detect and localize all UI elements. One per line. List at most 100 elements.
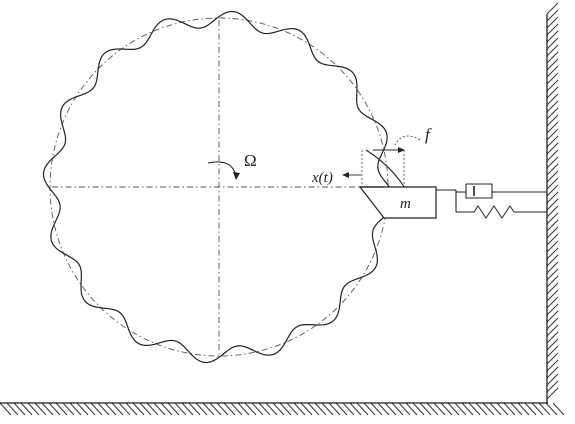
ground-hatch-line	[55, 402, 68, 416]
wall-hatch-line	[546, 317, 559, 330]
rotation-arrowhead-icon	[233, 172, 240, 180]
ground-hatch-line	[454, 402, 467, 416]
ground-hatch-line	[286, 402, 299, 416]
ground-hatch-line	[265, 402, 278, 416]
ground-hatch-line	[433, 402, 446, 416]
damper-cylinder	[465, 183, 493, 199]
wall-hatch-line	[546, 135, 559, 148]
ground-hatch-line	[356, 402, 369, 416]
wall-hatch-line	[546, 44, 559, 57]
ground-hatch-line	[111, 402, 124, 416]
ground-hatch-line	[167, 402, 180, 416]
wall-hatch-line	[546, 121, 559, 134]
wall-hatch-line	[546, 107, 559, 120]
ground-hatch-line	[174, 402, 187, 416]
force-arrowhead-icon	[398, 147, 405, 153]
wall-hatch-line	[546, 51, 559, 64]
wall-hatch-line	[546, 233, 559, 246]
wall-hatch-line	[546, 184, 559, 197]
ground-hatch-line	[223, 402, 236, 416]
wall-hatch-line	[546, 79, 559, 92]
ground-hatch-line	[118, 402, 131, 416]
ground-hatch-line	[363, 402, 376, 416]
wall-hatch-line	[546, 170, 559, 183]
ground-hatch-line	[321, 402, 334, 416]
ground-hatch-line	[349, 402, 362, 416]
wall-hatch-line	[546, 9, 559, 22]
ground-hatch-line	[216, 402, 229, 416]
ground-hatch-line	[244, 402, 257, 416]
ground-hatch-line	[237, 402, 250, 416]
wall-hatch-line	[546, 226, 559, 239]
ground-hatch-line	[251, 402, 264, 416]
ground-hatch-line	[510, 402, 523, 416]
wall-hatch-line	[546, 142, 559, 155]
ground-hatch-line	[34, 402, 47, 416]
ground-hatch-line	[475, 402, 488, 416]
ground-hatch-line	[461, 402, 474, 416]
wall-hatch-line	[546, 247, 559, 260]
wall-hatch-line	[546, 219, 559, 232]
wall-hatch-line	[546, 380, 559, 393]
wall-hatch-line	[546, 114, 559, 127]
ground-hatch-line	[160, 402, 173, 416]
wall-hatch-line	[546, 156, 559, 169]
wavy-workpiece-profile	[42, 10, 396, 364]
wall-hatch-line	[546, 198, 559, 211]
wall-hatch-line	[546, 296, 559, 309]
tool-chip-curve	[365, 149, 406, 189]
ground-hatch-line	[139, 402, 152, 416]
wall-hatch-line	[546, 86, 559, 99]
mass-label: m	[400, 196, 411, 212]
ground-hatch-line	[307, 402, 320, 416]
ground-hatch-line	[496, 402, 509, 416]
ground-hatch-line	[314, 402, 327, 416]
ground-hatch-line	[209, 402, 222, 416]
wall-hatch-line	[546, 177, 559, 190]
ground-hatch-line	[90, 402, 103, 416]
ground-hatch-line	[398, 402, 411, 416]
wall-hatch-line	[546, 338, 559, 351]
wall-hatch-line	[546, 289, 559, 302]
ground-hatch-line	[230, 402, 243, 416]
wall-hatch-line	[546, 100, 559, 113]
rotation-arrow-icon	[207, 161, 237, 177]
ground-hatch-line	[545, 402, 558, 416]
wall-hatch-line	[546, 268, 559, 281]
wall-hatch-line	[546, 30, 559, 43]
ground-hatch-line	[531, 402, 544, 416]
ground-hatch-line	[426, 402, 439, 416]
ground-hatch-line	[153, 402, 166, 416]
wall-hatch-line	[546, 2, 559, 15]
wall-hatching	[546, 2, 559, 400]
ground-hatch-line	[76, 402, 89, 416]
ground-hatch-line	[482, 402, 495, 416]
ground-hatch-line	[6, 402, 19, 416]
wall-hatch-line	[546, 373, 559, 386]
ground-hatch-line	[489, 402, 502, 416]
wall-hatch-line	[546, 310, 559, 323]
wall-hatch-line	[546, 163, 559, 176]
wall-hatch-line	[546, 205, 559, 218]
ground-hatch-line	[0, 402, 12, 416]
ground-hatch-line	[279, 402, 292, 416]
ground-hatch-line	[405, 402, 418, 416]
ground-hatch-line	[125, 402, 138, 416]
ground-hatch-line	[62, 402, 75, 416]
ground-hatch-line	[132, 402, 145, 416]
ground-hatch-line	[342, 402, 355, 416]
ground-hatch-line	[447, 402, 460, 416]
ground-hatch-line	[258, 402, 271, 416]
ground-hatch-line	[48, 402, 61, 416]
ground-hatch-line	[384, 402, 397, 416]
ground-hatch-line	[503, 402, 516, 416]
ground-hatch-line	[419, 402, 432, 416]
wall-hatch-line	[546, 303, 559, 316]
ground-hatch-line	[293, 402, 306, 416]
wall-hatch-line	[546, 352, 559, 365]
ground-hatch-line	[188, 402, 201, 416]
wall-hatch-line	[546, 191, 559, 204]
wall-hatch-line	[546, 324, 559, 337]
ground-hatch-line	[202, 402, 215, 416]
